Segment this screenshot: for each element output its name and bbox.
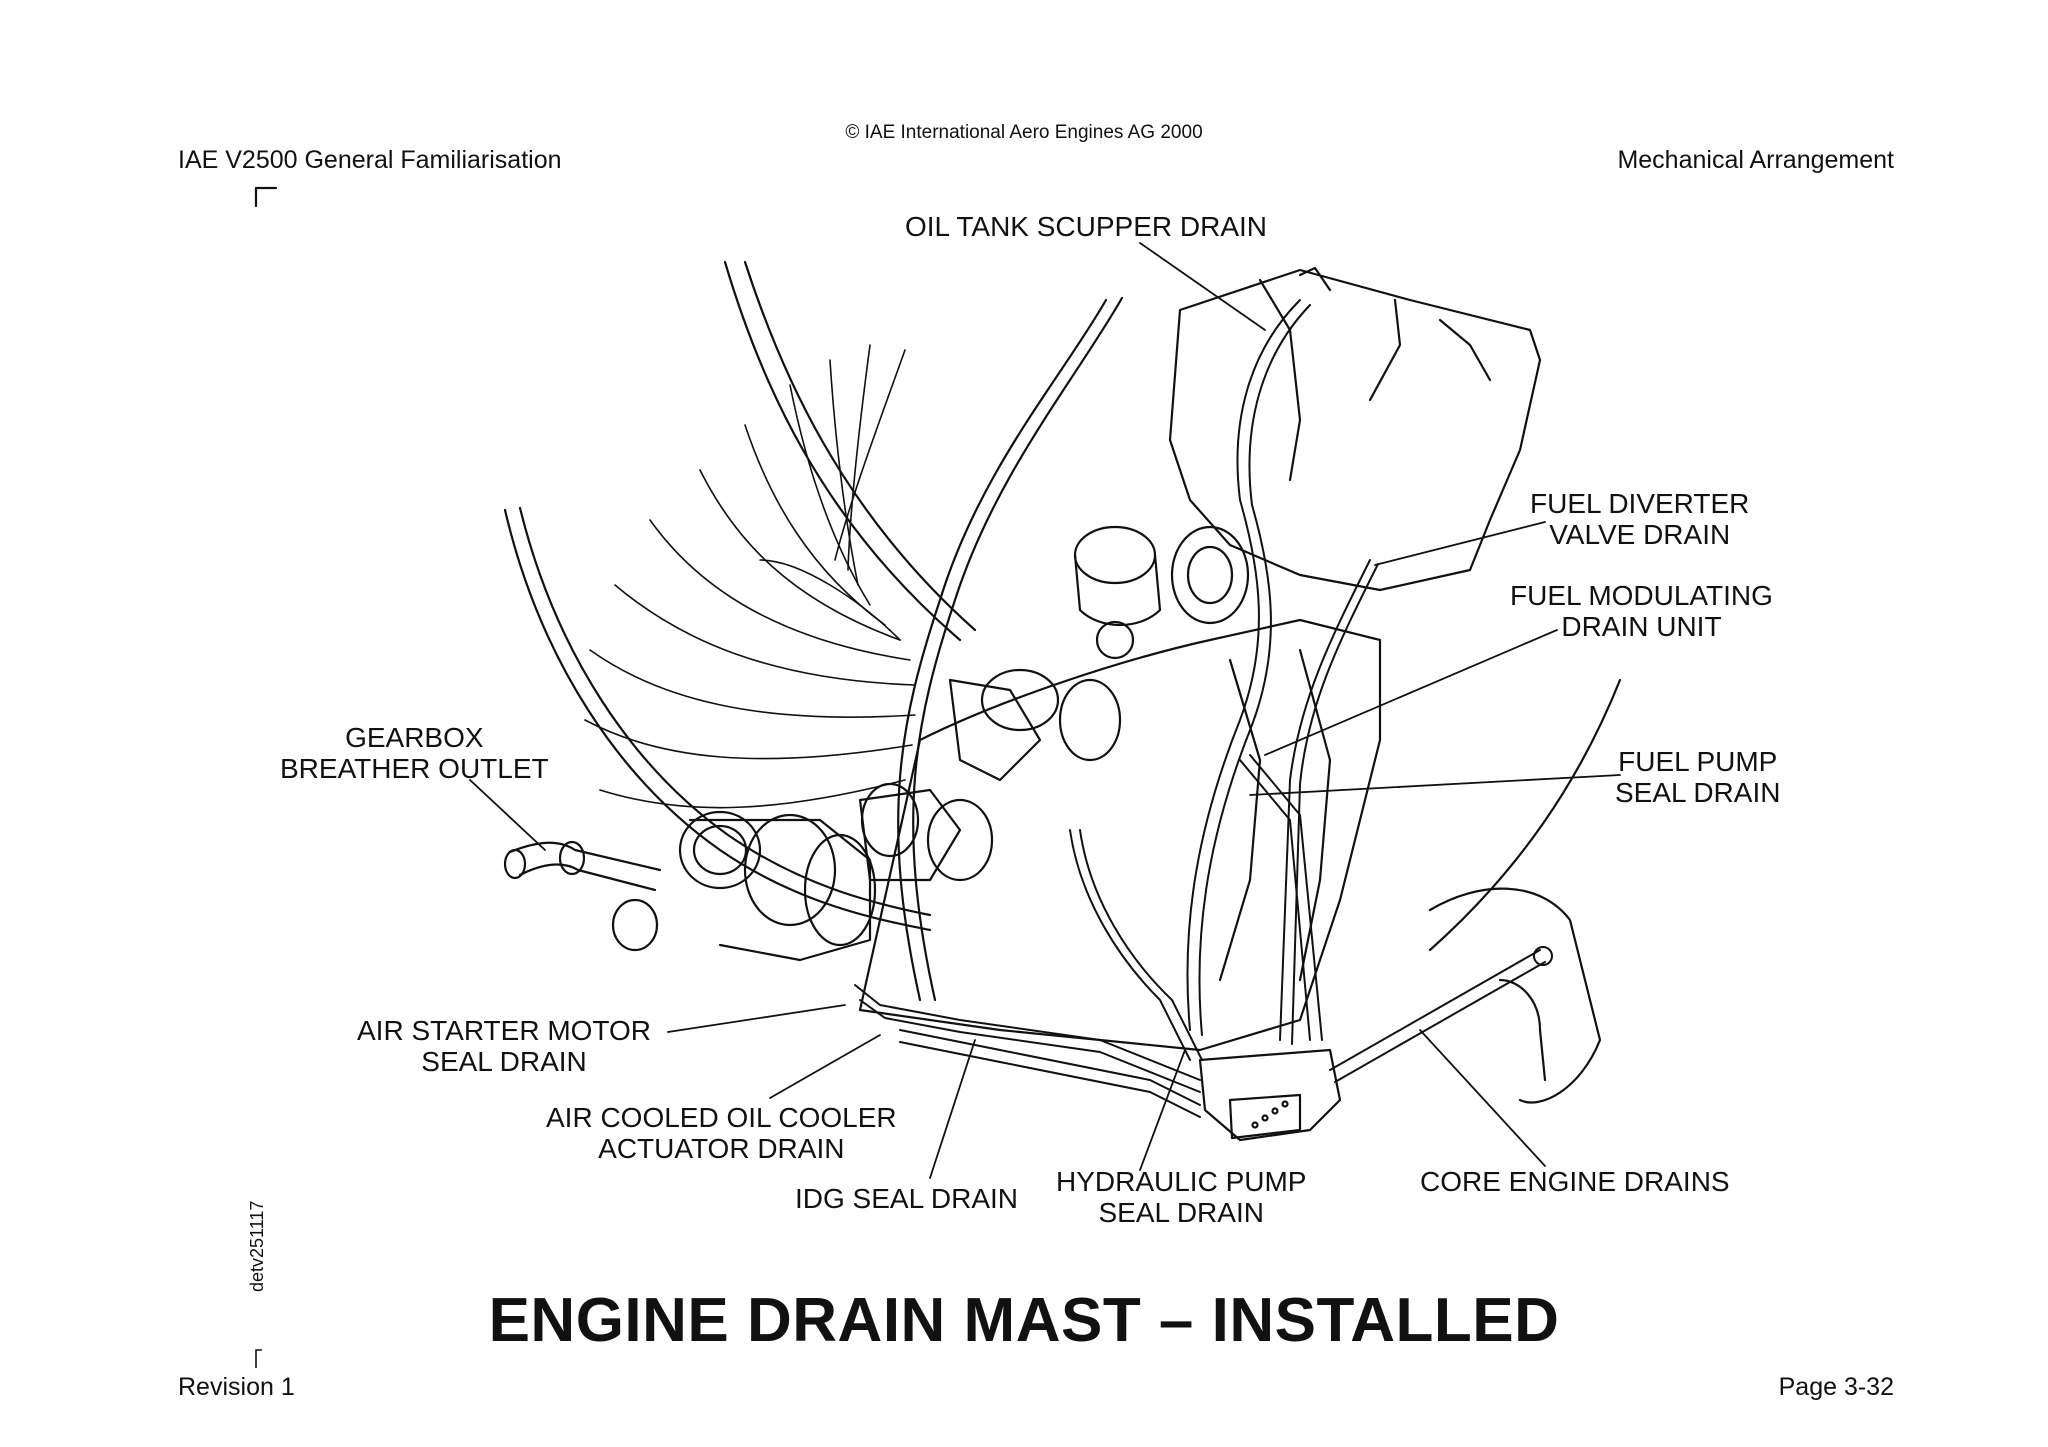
core-engine-structure xyxy=(1428,678,1622,1104)
leader-fuel-diverter-valve-drain xyxy=(1374,521,1546,566)
label-fuel-diverter-valve-drain: FUEL DIVERTER VALVE DRAIN xyxy=(1530,488,1750,550)
leader-lines xyxy=(469,242,1621,1179)
label-fuel-pump-seal-drain: FUEL PUMP SEAL DRAIN xyxy=(1615,746,1781,808)
fan-case xyxy=(503,260,1124,1002)
revision-label: Revision 1 xyxy=(178,1373,295,1401)
label-air-starter-motor-seal-drain: AIR STARTER MOTOR SEAL DRAIN xyxy=(357,1015,652,1077)
leader-gearbox-breather-outlet xyxy=(469,779,546,851)
leader-air-cooled-oil-cooler-actuator-drain xyxy=(769,1034,881,1099)
leader-hydraulic-pump-seal-drain xyxy=(1139,1049,1186,1171)
fan-blades xyxy=(584,344,916,809)
gearbox-housing xyxy=(858,618,1382,1052)
accessory-pumps xyxy=(858,525,1250,882)
page-number: Page 3-32 xyxy=(1778,1373,1894,1401)
gearbox-breather-pipe xyxy=(503,840,662,892)
leader-fuel-pump-seal-drain xyxy=(1249,774,1621,796)
air-starter-motor xyxy=(611,810,877,962)
section-title: Mechanical Arrangement xyxy=(1617,146,1894,174)
figure-title: ENGINE DRAIN MAST – INSTALLED xyxy=(488,1286,1560,1355)
leader-air-starter-motor-seal-drain xyxy=(667,1004,846,1033)
label-oil-tank-scupper-drain: OIL TANK SCUPPER DRAIN xyxy=(905,211,1268,242)
leader-fuel-modulating-drain-unit xyxy=(1264,629,1558,756)
document-title: IAE V2500 General Familiarisation xyxy=(178,146,562,174)
label-air-cooled-oil-cooler-actuator-drain: AIR COOLED OIL COOLER ACTUATOR DRAIN xyxy=(546,1102,897,1164)
drain-lines xyxy=(854,299,1553,1118)
label-hydraulic-pump-seal-drain: HYDRAULIC PUMP SEAL DRAIN xyxy=(1056,1166,1307,1228)
label-gearbox-breather-outlet: GEARBOX BREATHER OUTLET xyxy=(280,722,549,784)
crop-mark xyxy=(254,186,278,208)
oil-tank xyxy=(1168,266,1542,592)
copyright-notice: © IAE International Aero Engines AG 2000 xyxy=(845,122,1203,143)
drain-mast xyxy=(1198,1048,1342,1142)
leader-oil-tank-scupper-drain xyxy=(1139,242,1266,331)
leader-core-engine-drains xyxy=(1419,1029,1546,1167)
label-core-engine-drains: CORE ENGINE DRAINS xyxy=(1420,1166,1730,1197)
label-idg-seal-drain: IDG SEAL DRAIN xyxy=(795,1183,1019,1214)
leader-idg-seal-drain xyxy=(929,1039,976,1179)
label-fuel-modulating-drain-unit: FUEL MODULATING DRAIN UNIT xyxy=(1510,580,1773,642)
